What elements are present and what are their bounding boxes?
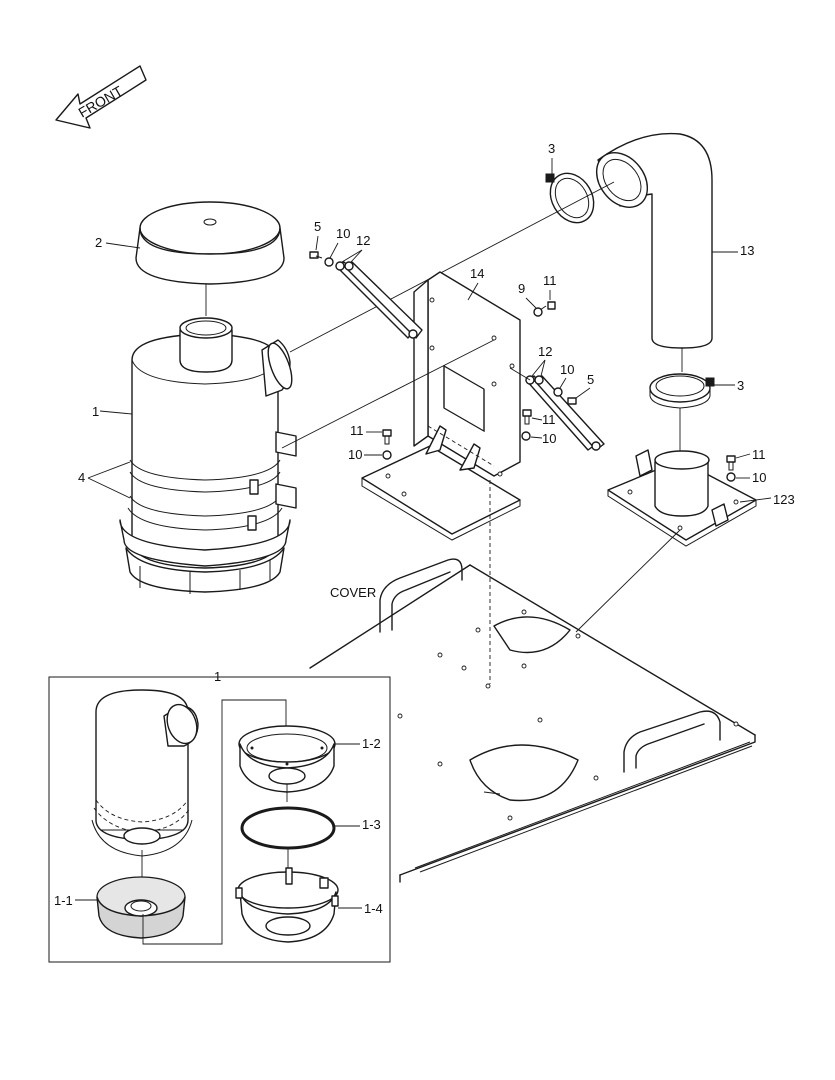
cover-label: COVER [330, 585, 376, 600]
part-label-5-upper: 5 [314, 219, 321, 234]
part-label-11-bracket: 11 [542, 412, 556, 427]
air-cleaner-assembly: 1 4 [78, 317, 297, 594]
front-direction-arrow: FRONT [55, 65, 147, 129]
stay-bars-12-lower: 12 10 5 [509, 344, 605, 451]
cap-2: 2 [95, 201, 285, 316]
stay-bars-12-upper: 12 10 5 [309, 219, 423, 339]
part-label-10-lower: 10 [560, 362, 574, 377]
part-label-9: 9 [518, 281, 525, 296]
part-label-1-1: 1-1 [54, 893, 73, 908]
part-label-5-lower: 5 [587, 372, 594, 387]
part-label-3-upper: 3 [548, 141, 555, 156]
hose-clamp-upper: 3 [545, 141, 595, 224]
bolt-washer-bracket-right: 11 10 [521, 409, 556, 446]
adapter-plate-123: 123 [575, 449, 795, 633]
front-label: FRONT [76, 82, 126, 120]
part-label-1-3: 1-3 [362, 817, 381, 832]
part-label-1: 1 [92, 404, 99, 419]
part-label-10-left: 10 [348, 447, 362, 462]
part-label-11-right: 11 [752, 447, 766, 462]
part-label-12-upper: 12 [356, 233, 370, 248]
part-label-3-lower: 3 [737, 378, 744, 393]
part-label-4: 4 [78, 470, 85, 485]
inset-title-label: 1 [214, 669, 221, 684]
part-label-10-right: 10 [752, 470, 766, 485]
intake-pipe-13: 13 [289, 132, 754, 372]
part-label-10-bracket: 10 [542, 431, 556, 446]
part-label-13: 13 [740, 243, 754, 258]
hose-clamp-lower: 3 [649, 373, 744, 456]
bolt-washer-right: 11 10 [726, 447, 766, 485]
bolt-washer-bracket-left: 11 10 [348, 423, 392, 462]
inset-detail-box: 1 1-1 1-2 1-3 [48, 669, 391, 963]
cover-plate: COVER [309, 558, 756, 883]
part-label-1-2: 1-2 [362, 736, 381, 751]
part-label-2: 2 [95, 235, 102, 250]
part-label-14: 14 [470, 266, 484, 281]
part-label-11-top: 11 [543, 273, 557, 288]
part-label-11-left: 11 [350, 423, 364, 438]
mounting-bracket-14: 14 [281, 266, 521, 684]
part-label-123: 123 [773, 492, 795, 507]
part-label-12-lower: 12 [538, 344, 552, 359]
bolt-washer-bracket-top: 11 9 [518, 273, 557, 317]
part-label-10-upper: 10 [336, 226, 350, 241]
part-label-1-4: 1-4 [364, 901, 383, 916]
